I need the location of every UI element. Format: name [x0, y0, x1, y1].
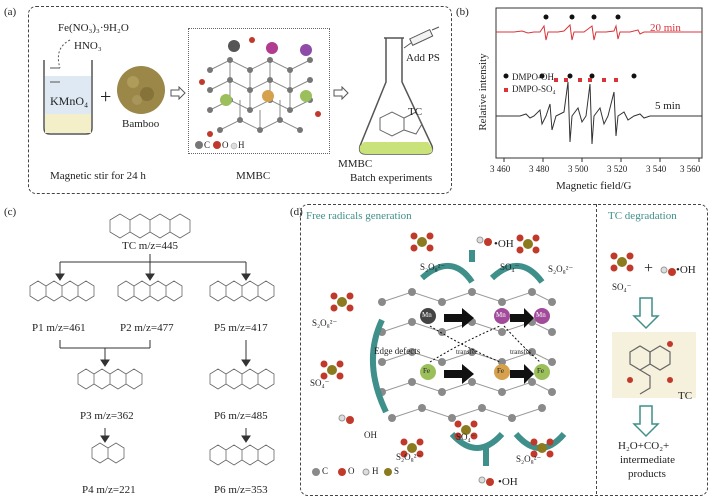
- tc-right-label: TC: [678, 390, 693, 402]
- transfer-label-1: transfer: [456, 348, 478, 356]
- arrow-icon: [333, 86, 349, 100]
- panel-d-letter: (d): [290, 206, 303, 218]
- y-axis-label: Relative intensity: [477, 53, 489, 131]
- legend-h-label-d: H: [372, 466, 379, 476]
- legend-c-label: C: [204, 140, 211, 150]
- p6a-label: P6 m/z=485: [214, 410, 268, 422]
- pathway-diagram: [29, 213, 275, 466]
- legend-c-dot: [195, 141, 203, 149]
- oh-right-label: •OH: [676, 264, 696, 276]
- epr-spectrum-chart: [495, 7, 703, 162]
- oh-left-label: OH: [364, 430, 377, 440]
- mechanism-diagram: [312, 232, 567, 486]
- bamboo-label: Bamboo: [122, 118, 160, 130]
- p1-label: P1 m/z=461: [32, 322, 86, 334]
- drop-arrow: [57, 39, 71, 69]
- bamboo-powder-image: [117, 66, 165, 114]
- label-5min: 5 min: [655, 100, 681, 112]
- plus-label-right: +: [644, 260, 654, 277]
- s2o8-label-b1: S₂O₈²⁻: [396, 452, 422, 462]
- plot-frame: [495, 7, 703, 159]
- tc-degradation-title: TC degradation: [608, 210, 677, 222]
- edge-defects-label: Edge defects: [374, 346, 421, 356]
- add-ps-label: Add PS: [406, 52, 440, 64]
- mmbc-flask-label: MMBC: [338, 158, 373, 170]
- transfer-label-2: transfer: [510, 348, 532, 356]
- s2o8-label-1: S₂O₈²⁻: [420, 262, 446, 272]
- flask-illustration: [358, 37, 434, 155]
- stir-caption: Magnetic stir for 24 h: [50, 170, 146, 182]
- panel-b-letter: (b): [456, 6, 469, 18]
- legend-s-label-d: S: [394, 466, 400, 476]
- s2o8-label-left: S₂O₈²⁻: [312, 318, 338, 328]
- x-tick-5: 3 560: [680, 164, 701, 174]
- dmpo-so4-markers: [554, 78, 618, 82]
- p6b-label: P6 m/z=353: [214, 484, 268, 496]
- mmbc-caption: MMBC: [236, 170, 271, 182]
- oh-top-label: •OH: [494, 238, 514, 250]
- mmbc-structure-box: [188, 28, 330, 154]
- panel-d-frame: [300, 204, 708, 496]
- trace-5min: [496, 81, 702, 145]
- trace-20min: [496, 23, 702, 41]
- mn-label-1: Mn: [422, 311, 432, 319]
- s2o8-label-2: S₂O₈²⁻: [548, 264, 574, 274]
- sulfate-clusters: [320, 232, 554, 458]
- fe-label-3: Fe: [537, 367, 544, 375]
- syringe-icon: [403, 26, 440, 49]
- legend-o-label: O: [222, 140, 229, 150]
- x-tick-4: 3 540: [646, 164, 667, 174]
- oh-bottom-label: •OH: [498, 476, 518, 488]
- free-radicals-title: Free radicals generation: [306, 210, 412, 222]
- arrow-icon: [170, 86, 186, 100]
- tc-label: TC: [408, 106, 423, 118]
- products-line-1: H₂O+CO₂+: [618, 440, 670, 452]
- products-line-2: intermediate: [620, 454, 675, 466]
- x-axis-label: Magnetic field/G: [556, 180, 632, 192]
- panel-c-letter: (c): [4, 206, 17, 218]
- so4-label-left: SO₄⁻: [310, 378, 330, 388]
- x-tick-0: 3 460: [490, 164, 511, 174]
- s2o8-label-b2: S₂O₈²⁻: [516, 454, 542, 464]
- legend-h-dot: [230, 142, 238, 150]
- legend-dmpo-oh: DMPO-OH: [512, 72, 555, 82]
- plus-sign: +: [100, 86, 112, 108]
- fe-label-2: Fe: [497, 367, 504, 375]
- fe-label-1: Fe: [423, 367, 430, 375]
- panel-a-frame: [28, 6, 452, 194]
- mn-label-3: Mn: [536, 311, 546, 319]
- kmno4-label: KMnO₄: [50, 94, 89, 108]
- legend-o-dot: [213, 141, 221, 149]
- x-tick-3: 3 520: [607, 164, 628, 174]
- so4-label-right: SO₄⁻: [612, 282, 632, 292]
- legend-dmpo-so4: DMPO-SO₄: [512, 84, 556, 94]
- products-line-3: products: [628, 468, 666, 480]
- p4-label: P4 m/z=221: [82, 484, 136, 496]
- tc-mz-label: TC m/z=445: [122, 240, 179, 252]
- tc-degradation-diagram: [610, 252, 696, 438]
- panel-a-letter: (a): [4, 6, 17, 18]
- p2-label: P2 m/z=477: [120, 322, 174, 334]
- mmbc-structure: [199, 37, 321, 137]
- panel-d-divider: [596, 204, 597, 494]
- legend-c-label-d: C: [322, 466, 329, 476]
- legend-o-label-d: O: [348, 466, 355, 476]
- mn-label-2: Mn: [496, 311, 506, 319]
- p5-label: P5 m/z=417: [214, 322, 268, 334]
- dmpo-oh-markers: [539, 14, 637, 79]
- p3-label: P3 m/z=362: [80, 410, 134, 422]
- x-tick-1: 3 480: [529, 164, 550, 174]
- x-tick-2: 3 500: [568, 164, 589, 174]
- hno3-label: HNO₃: [74, 40, 102, 52]
- batch-caption: Batch experiments: [350, 172, 433, 184]
- legend-h-label: H: [238, 140, 245, 150]
- so4-label-1: SO₄⁻: [500, 262, 520, 272]
- beaker-illustration: [43, 60, 93, 135]
- so4-label-bottom: SO₄⁻: [456, 432, 476, 442]
- fe-reagent-label: Fe(NO₃)₃·9H₂O: [58, 22, 129, 34]
- label-20min: 20 min: [650, 22, 681, 34]
